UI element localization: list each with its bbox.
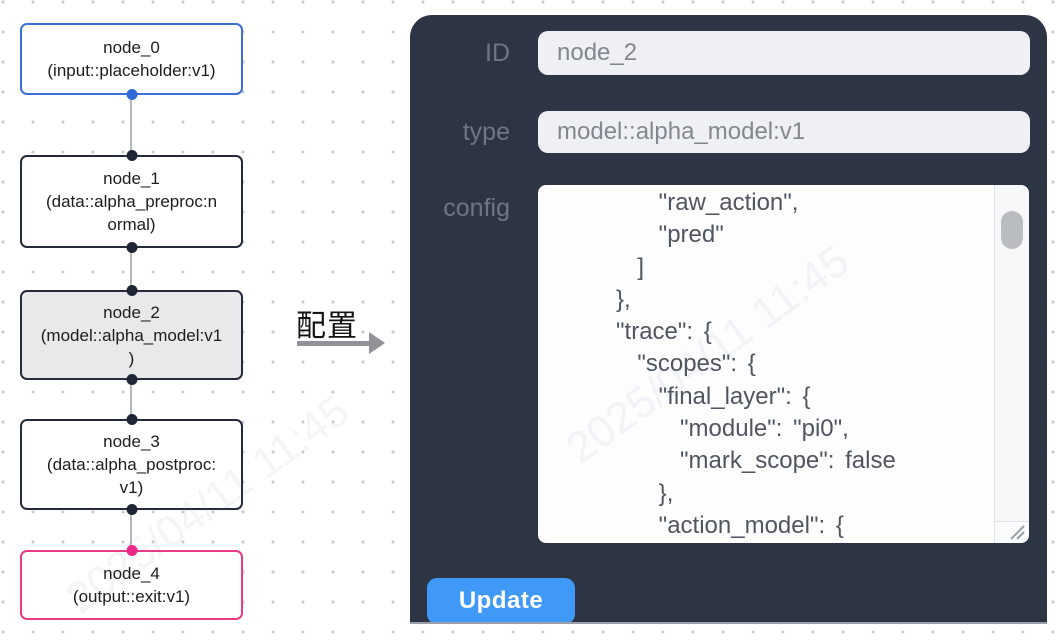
connector-handle-node_3-out[interactable] xyxy=(126,504,137,515)
node-label: node_0 (input::placeholder:v1) xyxy=(47,38,216,80)
edge-node3-node4 xyxy=(130,510,132,550)
connector-handle-node_2-out[interactable] xyxy=(126,374,137,385)
edge-node1-node2 xyxy=(130,248,132,290)
config-scrollbar-thumb[interactable] xyxy=(1001,211,1023,249)
config-scrollbar-track[interactable] xyxy=(994,185,1029,543)
edge-node0-node1 xyxy=(130,94,132,155)
node-config-panel: ID type config "raw_action", "pred" ] },… xyxy=(410,15,1047,622)
node-label: node_1 (data::alpha_preproc:n ormal) xyxy=(45,169,218,234)
node-label: node_3 (data::alpha_postproc: v1) xyxy=(46,432,217,497)
edge-node2-node3 xyxy=(130,379,132,419)
config-json-text: "raw_action", "pred" ] }, "trace": { "sc… xyxy=(616,189,896,539)
type-field-label: type xyxy=(462,118,510,146)
scrollbar-corner xyxy=(995,521,1029,543)
connector-handle-node_2-in[interactable] xyxy=(126,285,137,296)
connector-handle-node_1-in[interactable] xyxy=(126,150,137,161)
connector-handle-node_1-out[interactable] xyxy=(126,242,137,253)
connector-handle-node_4-in[interactable] xyxy=(126,545,137,556)
flow-node-node_4[interactable]: node_4 (output::exit:v1) xyxy=(20,545,243,620)
id-input[interactable] xyxy=(538,31,1030,75)
config-annotation-label: 配置 xyxy=(296,310,358,343)
config-field-label: config xyxy=(443,194,510,222)
flow-node-node_0[interactable]: node_0 (input::placeholder:v1) xyxy=(20,23,243,100)
connector-handle-node_0-out[interactable] xyxy=(126,89,137,100)
config-arrow-head-icon xyxy=(369,332,385,354)
node-label: node_2 (model::alpha_model:v1 ) xyxy=(40,302,223,368)
connector-handle-node_3-in[interactable] xyxy=(126,414,137,425)
update-button[interactable]: Update xyxy=(427,578,575,622)
config-textarea[interactable]: "raw_action", "pred" ] }, "trace": { "sc… xyxy=(538,185,1029,543)
resize-handle-icon[interactable] xyxy=(1009,525,1027,541)
id-field-label: ID xyxy=(485,39,510,67)
flow-node-node_1[interactable]: node_1 (data::alpha_preproc:n ormal) xyxy=(20,150,243,253)
config-arrow xyxy=(297,341,371,346)
type-input[interactable] xyxy=(538,111,1030,153)
flow-node-node_3[interactable]: node_3 (data::alpha_postproc: v1) xyxy=(20,414,243,515)
flow-node-node_2-selected[interactable]: node_2 (model::alpha_model:v1 ) xyxy=(20,285,243,385)
node-label: node_4 (output::exit:v1) xyxy=(72,564,191,606)
